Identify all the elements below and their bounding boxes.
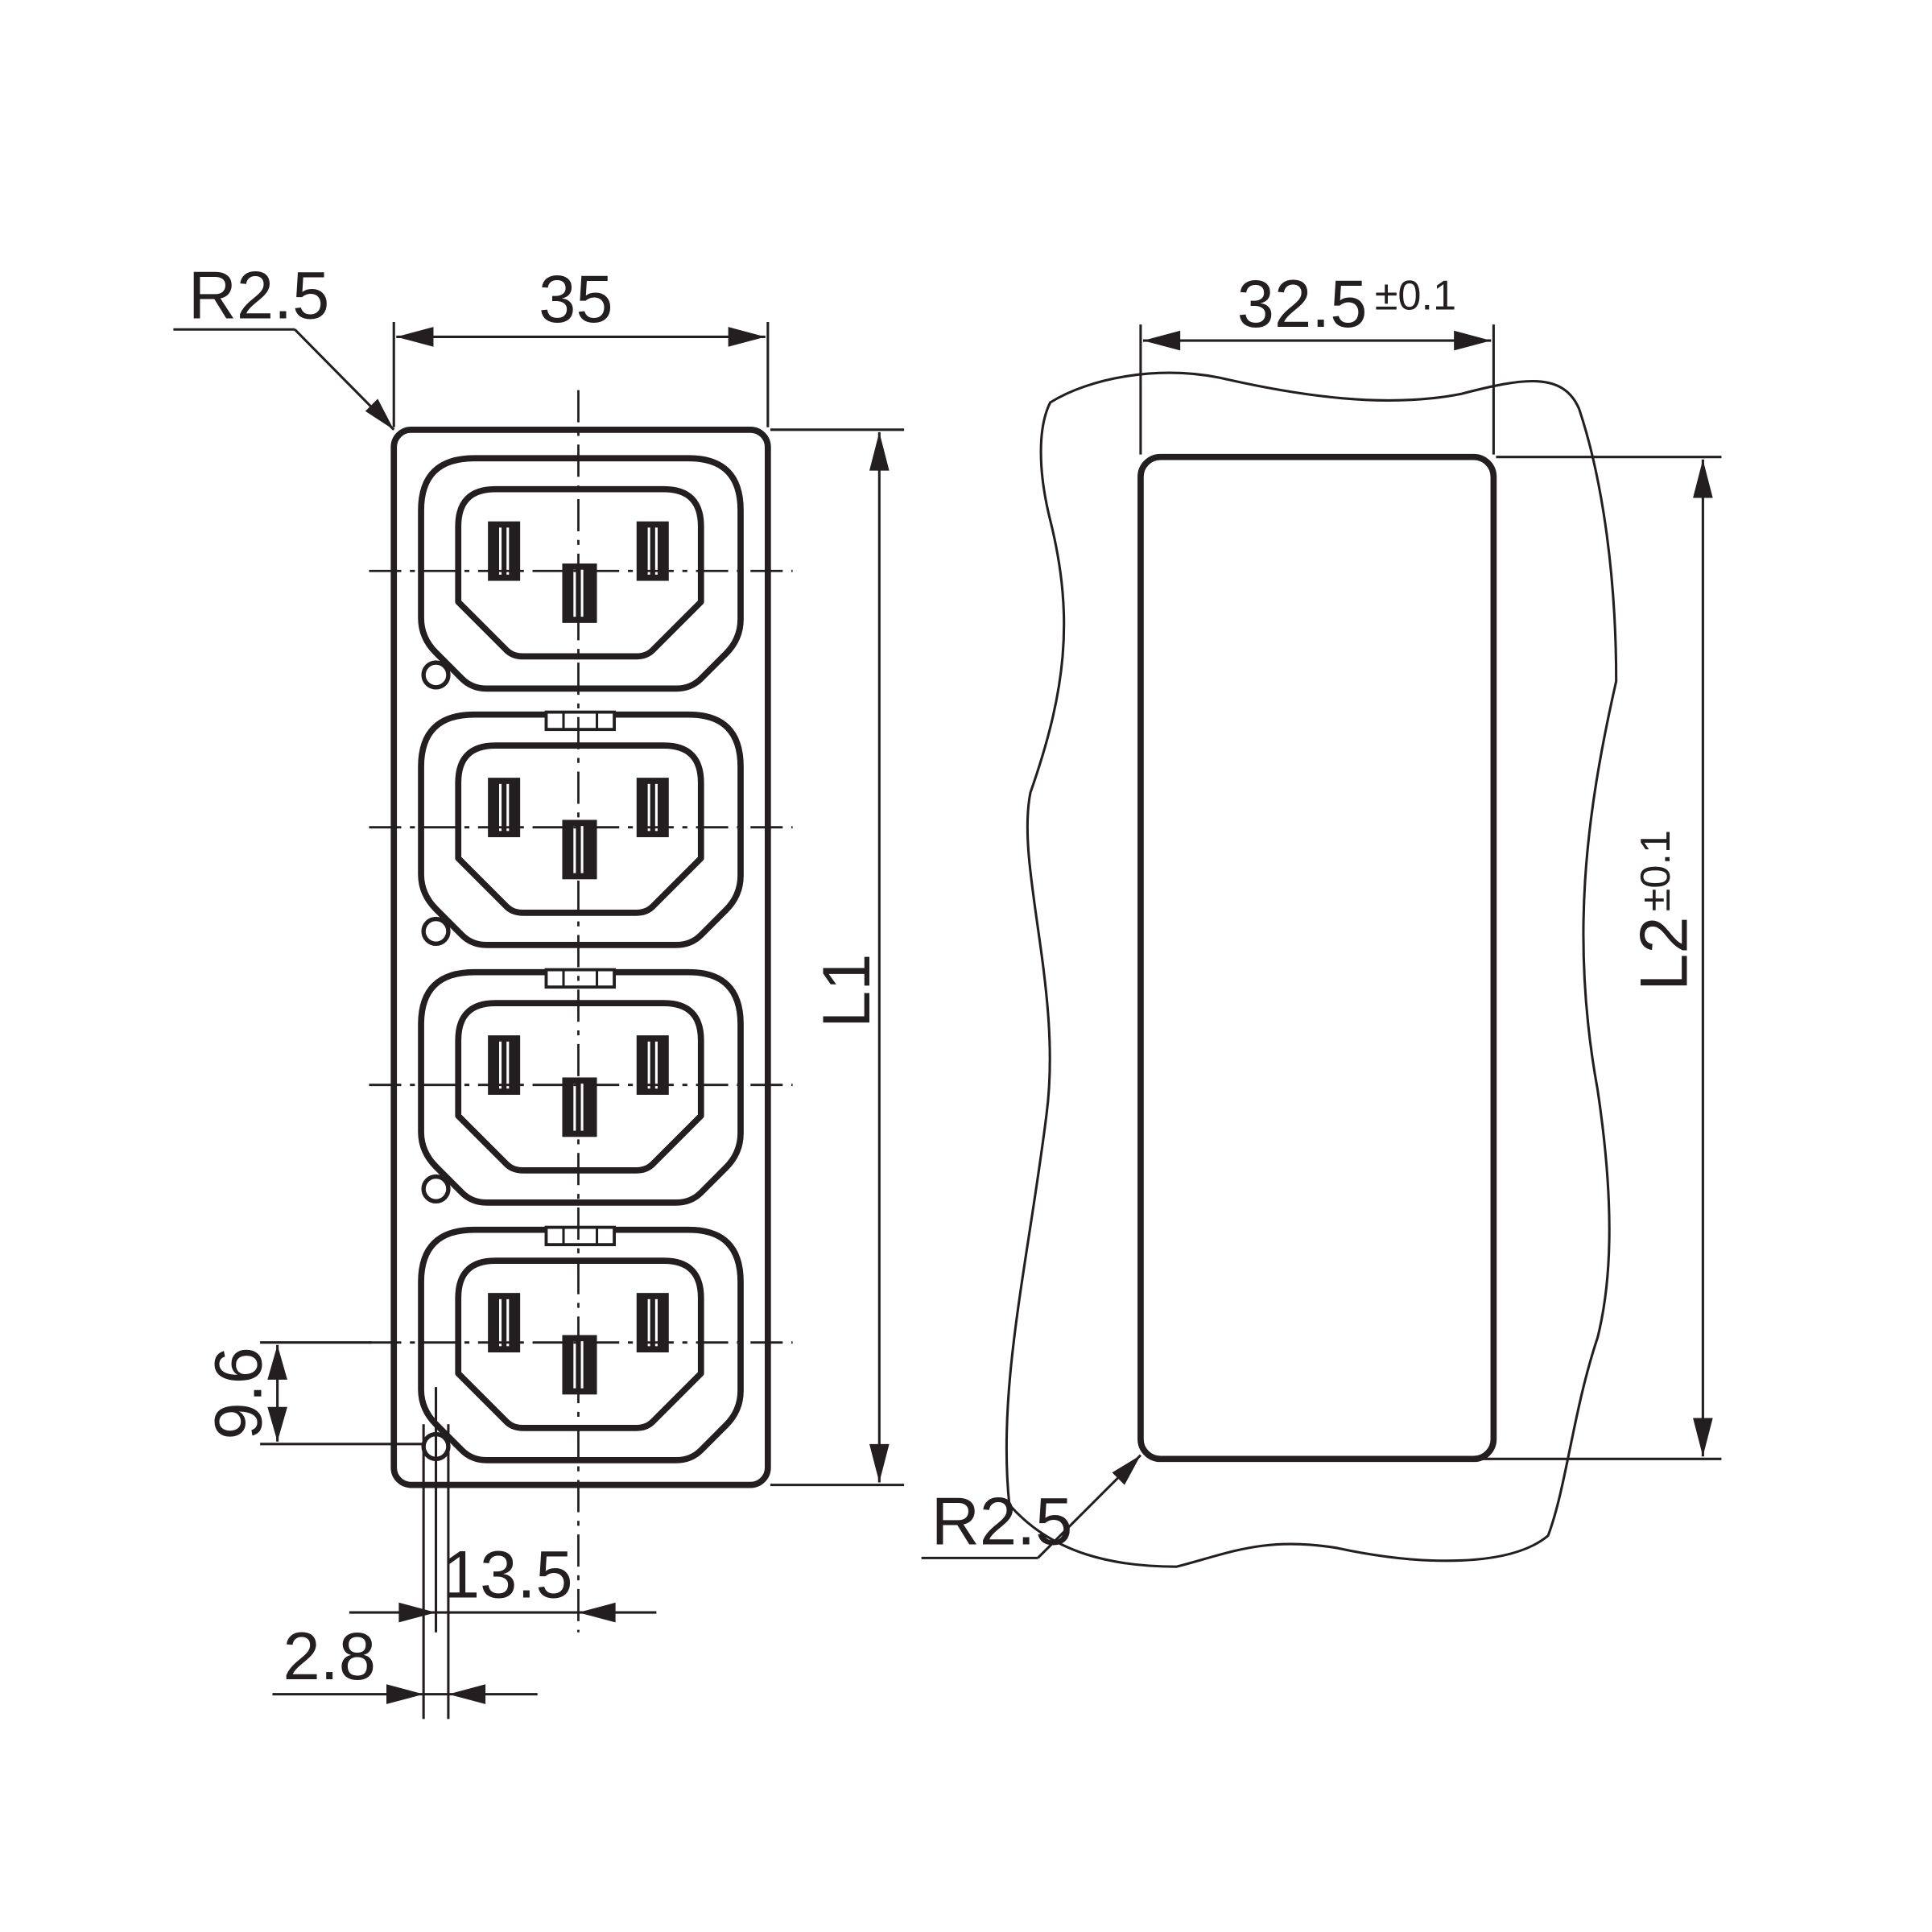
l2-dimension: L2 ±0.1 [1481,456,1722,1460]
hole-diameter-dimension: 2.8 [272,1619,538,1704]
outlet-3 [369,972,792,1203]
hole-offset-horizontal-dimension: 13.5 [349,1538,657,1623]
latch-4 [544,1225,616,1247]
width-label: 35 [539,262,613,336]
hole-offset-vertical-label: 9.6 [201,1347,276,1439]
outlet-4 [369,1230,792,1460]
cutout-radius-label: R2.5 [931,1484,1072,1558]
l1-dimension: L1 [770,428,905,1487]
cutout-view: 32.5 ±0.1 L2 ±0.1 R2.5 [921,266,1722,1568]
panel-break-outline [1005,371,1618,1568]
cutout-outline [1137,453,1497,1463]
front-radius-callout: R2.5 [173,258,395,431]
hole-offset-vertical-dimension: 9.6 [201,1341,424,1446]
hole-offset-horizontal-label: 13.5 [443,1538,573,1612]
hole-diameter-label: 2.8 [283,1619,375,1694]
width-dimension: 35 [392,262,770,427]
cutout-width-dimension: 32.5 ±0.1 [1139,266,1495,455]
outlet-1 [369,458,792,688]
front-radius-label: R2.5 [188,258,329,332]
l2-tolerance: ±0.1 [1633,830,1679,911]
cutout-width-label: 32.5 [1237,266,1368,341]
cutout-radius-callout: R2.5 [921,1454,1142,1559]
front-view: 35 R2.5 L1 9.6 [173,258,905,1719]
cutout-width-tolerance: ±0.1 [1375,273,1456,320]
latch-3 [544,968,616,989]
latch-2 [544,710,616,732]
outlet-2 [369,715,792,945]
front-plate-outline [390,427,771,1488]
l2-label: L2 [1626,916,1701,990]
l1-label: L1 [809,954,884,1028]
